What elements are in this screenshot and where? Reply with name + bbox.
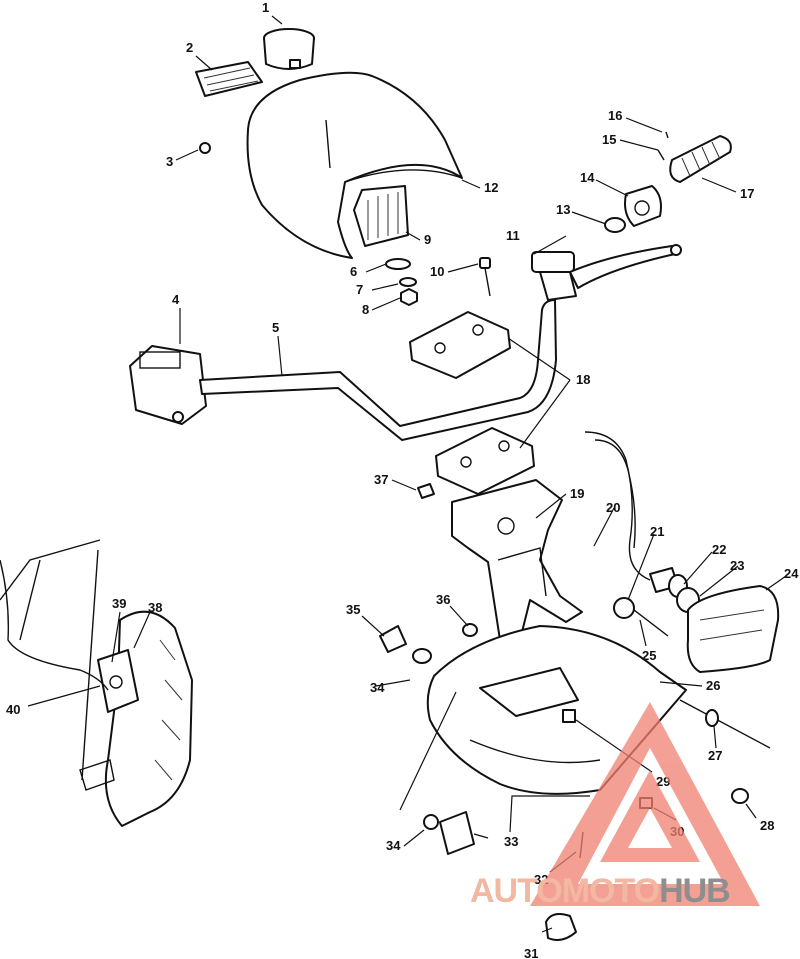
decal-sticker: [195, 61, 263, 97]
callout-3: 3: [166, 154, 173, 169]
headlight-wire: [584, 431, 651, 581]
watermark-word-1: AUTOMOTO: [470, 872, 660, 910]
callout-20: 20: [606, 500, 620, 515]
callout-25: 25: [642, 648, 656, 663]
watermark-logo-text: AUTOMOTOHUB: [470, 872, 800, 922]
left-handlebar-switch: [129, 345, 207, 425]
handlebar-clamp-upper: [409, 311, 511, 379]
brake-master-cylinder: [531, 251, 577, 301]
callout-5: 5: [272, 320, 279, 335]
callout-34-upper: 34: [370, 680, 385, 695]
callout-36: 36: [436, 592, 450, 607]
callout-2: 2: [186, 40, 193, 55]
washer-nut-stack: [385, 258, 418, 306]
adjuster-screw: [679, 699, 771, 749]
watermark-word-2: HUB: [659, 872, 731, 910]
caliper-assembly: [79, 649, 139, 791]
callout-23: 23: [730, 558, 744, 573]
handlebar-pod-cover: [246, 71, 463, 259]
rubber-plug: [731, 788, 749, 804]
callout-7: 7: [356, 282, 363, 297]
callout-4: 4: [172, 292, 180, 307]
spacer-ring: [604, 217, 626, 233]
callout-39: 39: [112, 596, 126, 611]
headlight-lens: [686, 585, 780, 673]
callout-15: 15: [602, 132, 616, 147]
hand-grip: [669, 135, 732, 183]
callout-31: 31: [524, 946, 538, 959]
frame-fork: [0, 539, 109, 781]
callout-34-lower: 34: [386, 838, 401, 853]
callout-6: 6: [350, 264, 357, 279]
switch-grommet: [379, 623, 478, 664]
handlebar-tube: [199, 299, 557, 441]
callout-9: 9: [424, 232, 431, 247]
brake-lever: [569, 244, 682, 289]
handlebar-clamp-lower: [435, 427, 535, 495]
callout-33: 33: [504, 834, 518, 849]
throttle-housing: [624, 185, 662, 227]
bolt: [479, 257, 491, 297]
callout-10: 10: [430, 264, 444, 279]
callout-14: 14: [580, 170, 595, 185]
callout-8: 8: [362, 302, 369, 317]
callout-11: 11: [506, 228, 520, 243]
callout-26: 26: [706, 678, 720, 693]
callout-21: 21: [650, 524, 664, 539]
callout-28: 28: [760, 818, 774, 833]
watermark-triangle: [530, 702, 760, 906]
callout-37: 37: [374, 472, 388, 487]
callout-19: 19: [570, 486, 584, 501]
callout-27: 27: [708, 748, 722, 763]
callout-16: 16: [608, 108, 622, 123]
callout-40: 40: [6, 702, 20, 717]
callout-1: 1: [262, 0, 269, 15]
speedometer-gauge: [263, 28, 315, 70]
callout-12: 12: [484, 180, 498, 195]
pod-mounting-bracket: [353, 185, 409, 247]
callout-38: 38: [148, 600, 162, 615]
clamp-ring: [545, 913, 577, 941]
adjuster-gear: [613, 597, 669, 637]
mounting-screw: [199, 142, 211, 154]
callout-18: 18: [576, 372, 590, 387]
callout-35: 35: [346, 602, 360, 617]
callout-13: 13: [556, 202, 570, 217]
callout-22: 22: [712, 542, 726, 557]
callout-17: 17: [740, 186, 754, 201]
set-screw-pin: [657, 131, 669, 161]
callout-24: 24: [784, 566, 799, 581]
brake-disc: [104, 610, 193, 827]
retaining-clip: [417, 483, 435, 499]
key-switch: [423, 811, 489, 855]
headlight-mounting-plate: [451, 479, 583, 641]
